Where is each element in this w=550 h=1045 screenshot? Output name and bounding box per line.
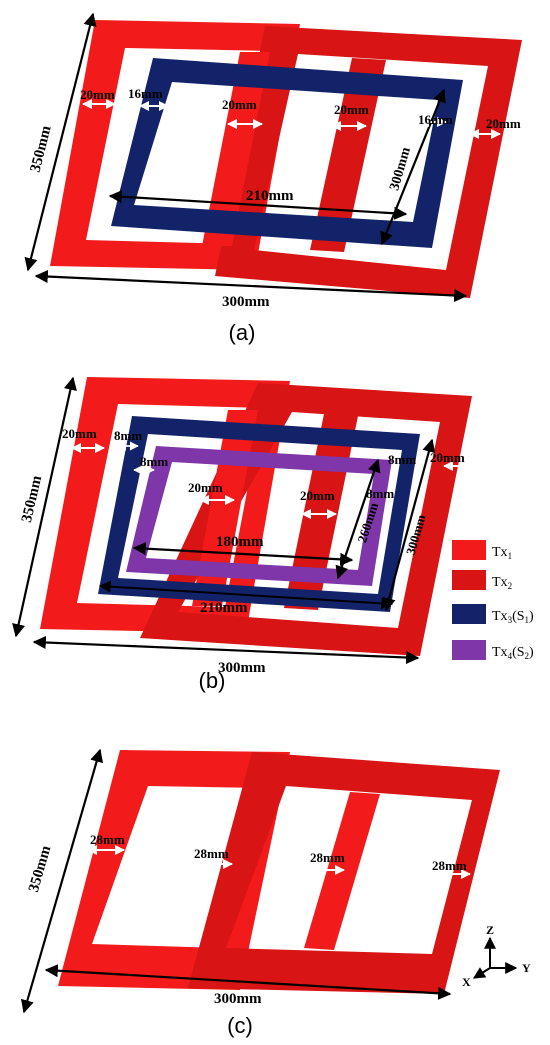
legend-item-tx4: Tx4(S2) [452, 640, 534, 661]
label-300: 300mm [222, 294, 270, 310]
dim-line-210 [108, 190, 408, 220]
label-8-left1: 8mm [114, 428, 142, 443]
label-20-mid2: 20mm [334, 102, 369, 117]
legend-label-tx1: Tx1 [492, 545, 512, 561]
label-20-left: 20mm [62, 426, 97, 441]
tx2-coil [140, 383, 472, 656]
dim-line-300-inner [380, 88, 446, 246]
caption-a: (a) [229, 320, 256, 345]
panel-c: 350mm 300mm 28mm 28mm 28mm 28mm Z Y X (c… [20, 748, 531, 1038]
label-300-inner: 300mm [387, 145, 414, 192]
legend: Tx1 Tx2 Tx3(S1) Tx4(S2) [452, 540, 534, 661]
axis-y-label: Y [522, 961, 531, 975]
label-28-1: 28mm [90, 832, 125, 847]
caption-b: (b) [199, 668, 226, 693]
legend-label-tx3: Tx3(S1) [492, 609, 534, 625]
label-8-right1: 8mm [388, 452, 416, 467]
label-300: 300mm [214, 991, 262, 1007]
label-28-4: 28mm [432, 858, 467, 873]
label-16-right: 16mm [418, 112, 453, 127]
label-8-right2: 8mm [366, 486, 394, 501]
label-28-3: 28mm [310, 850, 345, 865]
dim-line-350 [12, 376, 77, 638]
label-20-right: 20mm [430, 450, 465, 465]
tx1-coil [50, 20, 300, 270]
dim-line-180 [132, 542, 354, 566]
legend-swatch-tx4 [452, 640, 486, 660]
label-20-mid1: 20mm [222, 97, 257, 112]
panel-a: 350mm 300mm 20mm 16mm 20mm 20mm 16mm 20m… [24, 12, 522, 345]
label-8-left2: 8mm [140, 454, 168, 469]
label-350: 350mm [28, 124, 55, 174]
dim-line-210 [98, 580, 394, 610]
dim-line-350 [24, 12, 97, 272]
label-210: 210mm [246, 188, 294, 204]
legend-item-tx1: Tx1 [452, 540, 512, 561]
caption-c: (c) [227, 1013, 253, 1038]
label-20-right: 20mm [486, 116, 521, 131]
axis-x-label: X [462, 975, 471, 989]
axis-z-label: Z [486, 923, 494, 937]
label-16-left: 16mm [128, 86, 163, 101]
label-210: 210mm [200, 600, 248, 616]
dim-line-350 [20, 748, 104, 1014]
legend-swatch-tx1 [452, 540, 486, 560]
dim-line-300 [32, 635, 420, 665]
label-28-2: 28mm [194, 846, 229, 861]
label-20-left: 20mm [80, 87, 115, 102]
dim-line-300 [34, 269, 468, 303]
dim-line-260 [335, 458, 381, 580]
panel-b: 350mm 300mm 20mm 8mm 8mm 20mm 20mm 8mm 8… [12, 376, 534, 693]
tx1-coil [40, 377, 290, 633]
legend-swatch-tx2 [452, 570, 486, 590]
label-350: 350mm [26, 843, 55, 894]
legend-swatch-tx3 [452, 604, 486, 624]
tx2-coil [188, 752, 500, 994]
label-20-mid1: 20mm [188, 480, 223, 495]
label-300: 300mm [218, 660, 266, 676]
label-20-mid2: 20mm [300, 488, 335, 503]
legend-item-tx3: Tx3(S1) [452, 604, 534, 625]
dim-line-300-inner [382, 438, 436, 612]
legend-label-tx2: Tx2 [492, 575, 512, 591]
dim-line-300 [44, 964, 452, 1000]
label-180: 180mm [216, 534, 264, 550]
axes-icon: Z Y X [462, 923, 531, 989]
legend-item-tx2: Tx2 [452, 570, 512, 591]
legend-label-tx4: Tx4(S2) [492, 645, 534, 661]
